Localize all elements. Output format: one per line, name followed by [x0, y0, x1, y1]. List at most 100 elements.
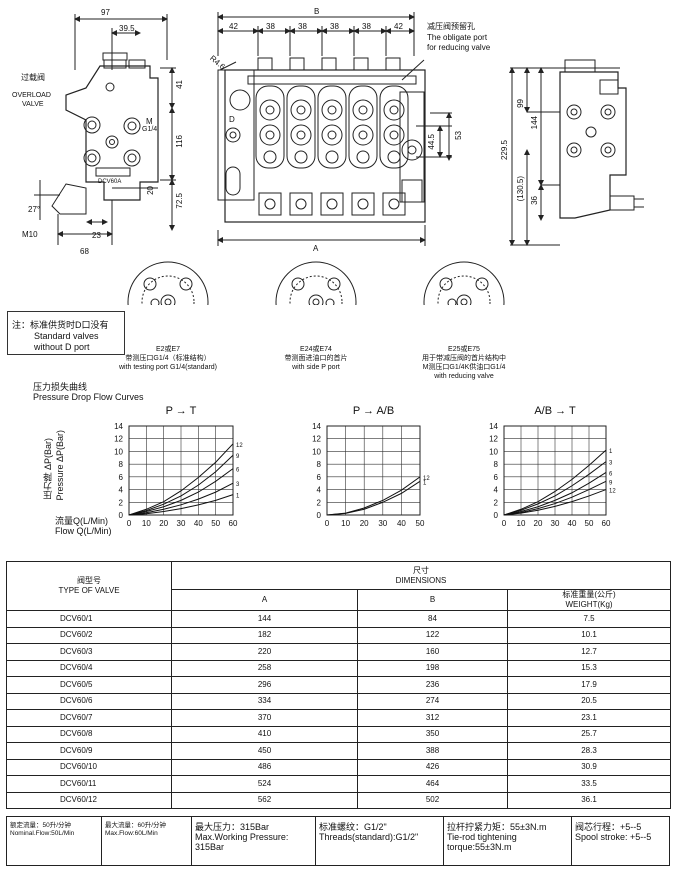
series-line-9 [128, 454, 234, 516]
port-d-label: D [229, 115, 235, 124]
nominal-flow-en: Nominal.Flow:50L/Min [10, 830, 75, 837]
cell-a: 486 [171, 758, 358, 776]
series-line-6 [128, 468, 234, 516]
torque-en-1: Tie-rod tightening [447, 832, 517, 842]
reducing-port-label-cn: 减压阀预留孔 [427, 22, 475, 31]
dim-36: 36 [530, 196, 539, 205]
cell-a: 562 [171, 791, 358, 809]
footer-threads: 标准螺纹：G1/2" Threads(standard):G1/2" [316, 817, 444, 865]
x-tick-label: 50 [211, 519, 220, 528]
x-tick-label: 20 [534, 519, 543, 528]
y-tick-label: 4 [119, 486, 124, 495]
variant-e2-caption: E2或E7 带测压口G1/4（标准结构） with testing port G… [108, 345, 228, 372]
overload-valve-label-en-1: OVERLOAD [12, 92, 51, 99]
cell-weight: 15.3 [506, 659, 672, 677]
series-label: 1 [609, 449, 613, 455]
dim-seg5: 38 [362, 22, 371, 31]
reducing-port-label-en-1: The obligate port [427, 33, 488, 42]
cell-b: 236 [357, 676, 508, 694]
series-label: 12 [423, 476, 430, 482]
cell-a: 524 [171, 775, 358, 793]
max-pressure-en-2: 315Bar [195, 842, 225, 852]
cell-b: 84 [357, 610, 508, 628]
x-tick-label: 20 [360, 519, 369, 528]
series-label: 3 [609, 461, 613, 467]
dim-72-5: 72.5 [175, 193, 184, 209]
footer-nominal-flow: 额定流量：50升/分钟 Nominal.Flow:50L/Min [7, 817, 102, 865]
variant-e25-cn2: M测压口G1/4K供油口G1/4 [422, 364, 506, 371]
x-tick-label: 10 [517, 519, 526, 528]
cell-weight: 17.9 [506, 676, 672, 694]
chart-frame [503, 425, 607, 516]
variant-e25-cn: 用于带减压阀的首片结构中 [422, 355, 506, 362]
series-line-1 [128, 494, 234, 516]
x-tick-label: 0 [325, 519, 330, 528]
chart-title: P → A/B [353, 405, 394, 417]
dim-angle: 27° [28, 205, 41, 214]
torque-en-2: torque:55±3N.m [447, 842, 512, 852]
drawing-svg [34, 12, 644, 305]
dim-thread: M10 [22, 230, 38, 239]
threads-cn: 标准螺纹：G1/2" [319, 822, 387, 832]
left-side-view [34, 14, 176, 245]
front-view [217, 12, 452, 246]
cell-weight: 25.7 [506, 725, 672, 743]
max-flow-en: Max.Flow:60L/Min [105, 830, 158, 837]
cell-weight: 7.5 [506, 610, 672, 628]
footer-spool-stroke: 阀芯行程：+5--5 Spool stroke: +5--5 [572, 817, 669, 865]
cell-a: 334 [171, 692, 358, 710]
technical-drawing: 97 39.5 41 116 72.5 20 27° M10 68 23 过载阀… [0, 0, 678, 305]
dim-seg4: 38 [330, 22, 339, 31]
dim-116: 116 [175, 135, 184, 148]
y-tick-label: 0 [119, 511, 124, 520]
nominal-flow-cn: 额定流量：50升/分钟 [10, 822, 72, 829]
series-label: 6 [609, 471, 613, 477]
cell-a: 220 [171, 643, 358, 661]
x-tick-label: 60 [602, 519, 611, 528]
x-tick-label: 40 [568, 519, 577, 528]
y-tick-label: 4 [317, 486, 322, 495]
cell-weight: 36.1 [506, 791, 672, 809]
series-line-3 [128, 482, 234, 516]
max-pressure-cn: 最大压力：315Bar [195, 822, 270, 832]
y-tick-label: 14 [312, 422, 321, 431]
dim-a: A [313, 244, 319, 253]
y-tick-label: 14 [114, 422, 123, 431]
spec-footer: 额定流量：50升/分钟 Nominal.Flow:50L/Min 最大流量：60… [6, 816, 670, 866]
x-tick-label: 50 [585, 519, 594, 528]
header-dim-en: DIMENSIONS [395, 575, 447, 585]
cell-type: DCV60/9 [6, 742, 172, 760]
cell-b: 388 [357, 742, 508, 760]
dim-97: 97 [101, 8, 110, 17]
dim-68: 68 [80, 247, 89, 256]
cell-type: DCV60/11 [6, 775, 172, 793]
cell-type: DCV60/10 [6, 758, 172, 776]
series-line-1 [503, 449, 607, 516]
cell-b: 464 [357, 775, 508, 793]
header-a: A [171, 589, 358, 611]
series-label: 9 [609, 480, 613, 486]
y-tick-label: 6 [317, 473, 322, 482]
dim-seg3: 38 [298, 22, 307, 31]
header-weight-en: WEIGHT(Kg) [565, 600, 613, 609]
cell-type: DCV60/4 [6, 659, 172, 677]
cell-type: DCV60/12 [6, 791, 172, 809]
variant-e25-caption: E25或E75 用于带减压阀的首片结构中 M测压口G1/4K供油口G1/4 wi… [404, 345, 524, 381]
spool-stroke-cn: 阀芯行程：+5--5 [575, 822, 642, 832]
dim-144: 144 [530, 116, 539, 130]
header-b: B [357, 589, 508, 611]
series-line-3 [503, 461, 607, 516]
note-cn: 注：标准供货时D口没有 [12, 320, 109, 330]
variant-e24-code: E24或E74 [300, 346, 332, 353]
header-weight: 标准重量(公斤)WEIGHT(Kg) [506, 589, 672, 611]
variant-circles [127, 261, 505, 305]
cell-b: 198 [357, 659, 508, 677]
curves-title-cn: 压力损失曲线 [33, 382, 88, 392]
y-tick-label: 14 [489, 422, 498, 431]
note-en-2: without D port [34, 342, 90, 352]
